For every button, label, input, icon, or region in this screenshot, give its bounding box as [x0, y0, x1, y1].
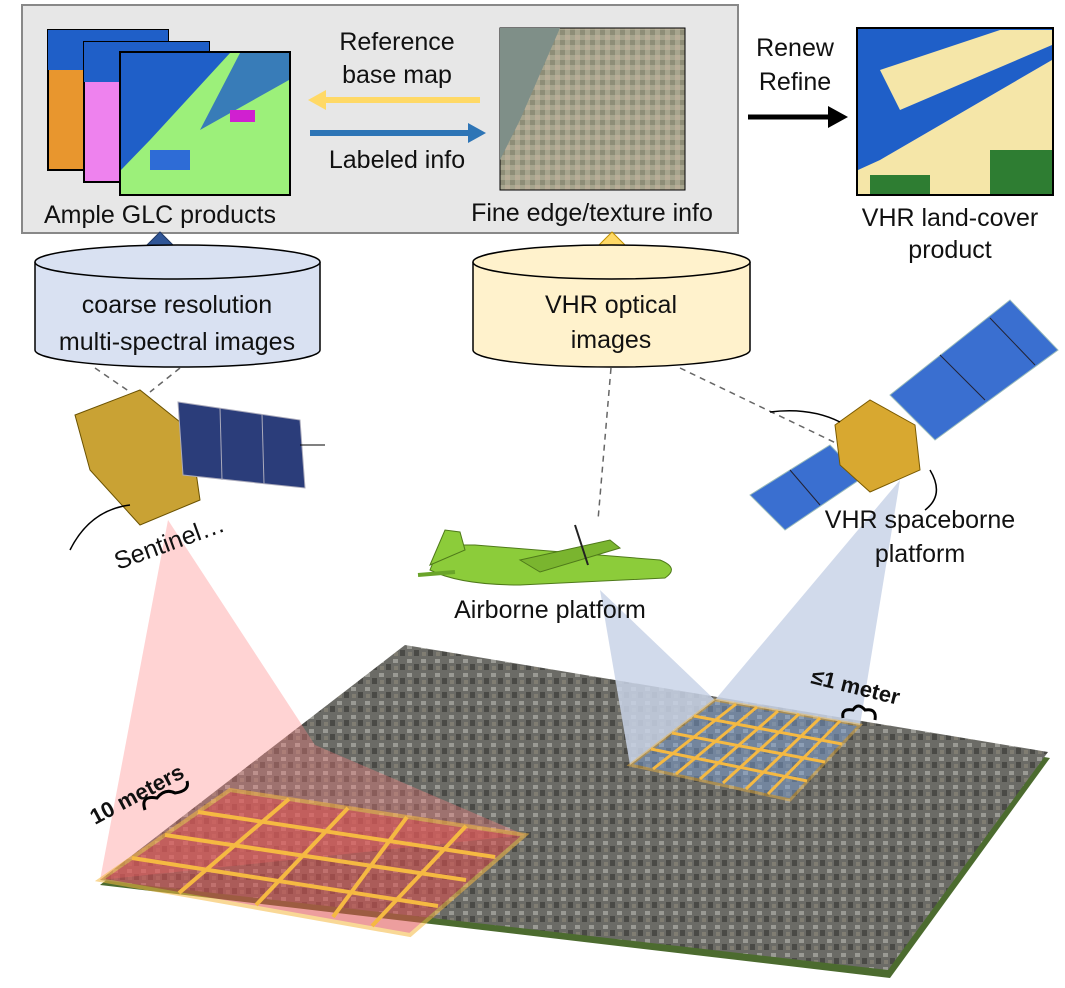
- vhr-database: [472, 244, 751, 368]
- spaceborne-beam: [715, 480, 900, 725]
- airplane-icon: [417, 524, 672, 586]
- glc-products-stack: [47, 29, 291, 196]
- sentinel-satellite-icon: [69, 389, 325, 551]
- refine-label: Refine: [759, 68, 831, 96]
- spaceborne-label-1: VHR spaceborne: [825, 506, 1015, 534]
- reference-label-2: base map: [342, 61, 452, 89]
- glc-label: Ample GLC products: [44, 201, 276, 229]
- vhr-db-label-2: images: [571, 326, 652, 354]
- fine-brace-icon: [841, 704, 877, 721]
- renew-refine-arrow: [748, 106, 848, 128]
- texture-label: Fine edge/texture info: [471, 199, 713, 227]
- coarse-database: [34, 244, 321, 368]
- coarse-brace-icon: [142, 780, 189, 811]
- airborne-beam: [600, 590, 715, 765]
- product-label-1: VHR land-cover: [862, 204, 1038, 232]
- product-label-2: product: [908, 236, 991, 264]
- reference-label-1: Reference: [339, 28, 454, 56]
- dashed-links: [94, 367, 841, 521]
- reference-base-map-arrow: [308, 90, 480, 110]
- vhr-texture-image: [499, 27, 686, 191]
- coarse-pixel-grid: [94, 787, 530, 938]
- sentinel-beam: [100, 520, 525, 880]
- spaceborne-satellite-icon: [749, 299, 1059, 531]
- coarse-db-label-1: coarse resolution: [82, 291, 272, 319]
- coarse-db-label-2: multi-spectral images: [59, 328, 295, 356]
- vhr-product-image: [856, 27, 1054, 196]
- labeled-info-arrow: [310, 123, 486, 143]
- vhr-db-label-1: VHR optical: [545, 291, 677, 319]
- airborne-label: Airborne platform: [454, 596, 646, 624]
- labeled-info-label: Labeled info: [329, 146, 465, 174]
- renew-label: Renew: [756, 34, 835, 62]
- fine-pixel-grid: [626, 698, 863, 802]
- spaceborne-label-2: platform: [875, 540, 965, 568]
